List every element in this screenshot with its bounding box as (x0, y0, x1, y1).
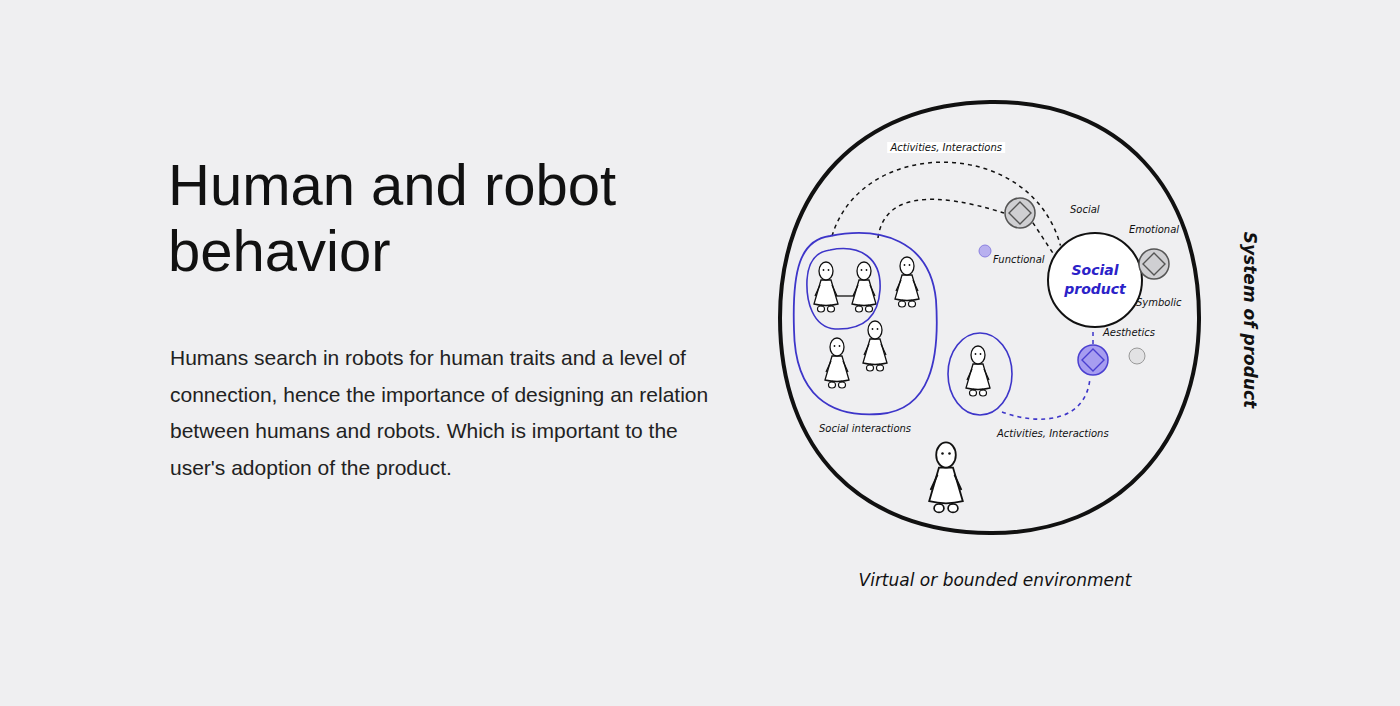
grey-dot (1129, 348, 1145, 364)
boundary-outline (778, 100, 1202, 536)
group-outline (948, 333, 1012, 415)
person-figure (825, 338, 849, 388)
circle-outline (1047, 232, 1143, 328)
icon-symbol (1077, 344, 1109, 376)
icon-holder (1138, 248, 1170, 280)
node-label: System of product (1240, 232, 1260, 408)
aesthetics-icon: Aesthetics (1077, 325, 1167, 377)
functional-dot (979, 245, 991, 257)
social-icon: Social (1004, 197, 1036, 229)
node-label: Emotional (1129, 224, 1179, 235)
node-label: Social (1070, 204, 1100, 215)
person-figure (929, 442, 963, 512)
social-product-circle: Social product (1047, 232, 1143, 328)
person-figure (852, 262, 876, 312)
node-label: Social interactions (819, 423, 911, 434)
person-figure (814, 262, 838, 312)
connector-label: Activities, Interactions (887, 142, 1005, 153)
diagram-label: Symbolic (1136, 297, 1182, 308)
group-outline: Social interactions (793, 232, 938, 417)
icon-holder (1077, 344, 1109, 376)
system-boundary: System of productVirtual or bounded envi… (778, 100, 1202, 536)
node-label: Social product (1047, 261, 1143, 299)
node-label: Virtual or bounded environment (859, 570, 1132, 590)
icon-symbol (1138, 248, 1170, 280)
page-title: Human and robot behavior (168, 152, 728, 284)
diagram-label: Activities, Interactions (997, 428, 1109, 439)
dashed-connector (878, 199, 1004, 238)
holding-hands (836, 295, 854, 296)
icon-symbol (1004, 197, 1036, 229)
dashed-connector (1033, 223, 1054, 255)
person-figure (966, 346, 990, 396)
dashed-connector (1092, 328, 1094, 344)
emotional-icon: Emotional (1124, 224, 1184, 280)
node-label: Aesthetics (1103, 327, 1155, 338)
group-outline (793, 232, 938, 417)
dashed-link (1002, 378, 1090, 419)
person-figure (895, 257, 919, 307)
person-figure (863, 321, 887, 371)
diagram-label: Functional (993, 254, 1045, 265)
body-text: Humans search in robots for human traits… (170, 340, 710, 486)
